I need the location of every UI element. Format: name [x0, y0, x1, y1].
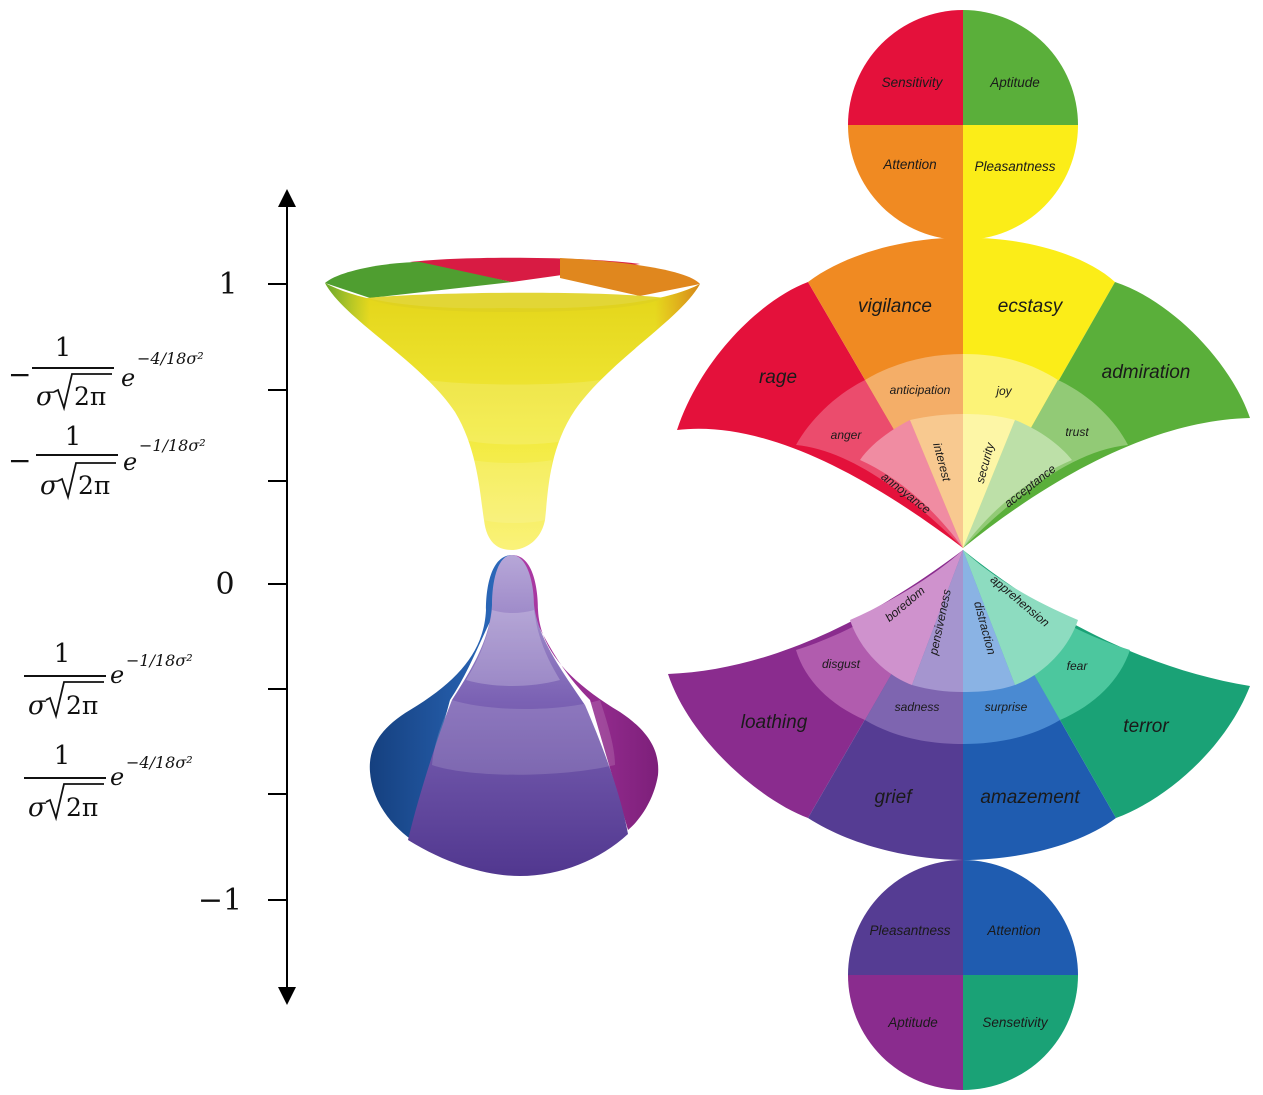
svg-text:σ: σ — [40, 471, 59, 501]
upper-funnel-body-shade — [325, 283, 700, 550]
svg-text:1: 1 — [54, 741, 71, 771]
svg-text:−: − — [8, 444, 31, 477]
svg-text:−: − — [8, 358, 31, 391]
svg-text:−4/18σ²: −4/18σ² — [137, 349, 204, 368]
svg-text:2π: 2π — [66, 793, 98, 822]
lower-bell-band-1 — [466, 610, 560, 686]
lower-bell-surface — [369, 555, 659, 876]
svg-text:σ: σ — [36, 382, 55, 412]
label-disgust: disgust — [822, 657, 861, 671]
svg-text:1: 1 — [54, 639, 71, 669]
upper-funnel-rim-orange — [560, 258, 700, 296]
bottom-circle-label-tr: Attention — [986, 923, 1040, 938]
label-admiration: admiration — [1102, 362, 1191, 383]
top-circle: Sensitivity Aptitude Attention Pleasantn… — [848, 10, 1078, 240]
ring-pensiveness — [912, 550, 963, 692]
svg-text:σ: σ — [28, 793, 47, 823]
svg-text:2π: 2π — [66, 691, 98, 720]
bottom-circle-tr — [963, 860, 1078, 975]
ring-boredom — [850, 550, 963, 685]
lower-wheel: loathing grief amazement terror disgust … — [668, 550, 1250, 860]
label-loathing: loathing — [741, 712, 808, 733]
formula-lower-1: 1 σ 2π e −1/18σ² — [24, 639, 193, 721]
svg-text:σ: σ — [28, 691, 47, 721]
bottom-circle-tl — [848, 860, 963, 975]
ring-annoyance — [860, 420, 963, 548]
tick-label-1: 1 — [218, 267, 237, 302]
upper-funnel-inner-rim — [366, 292, 665, 312]
bottom-circle-bl — [848, 975, 963, 1090]
label-anger: anger — [831, 428, 863, 442]
formula-upper-4: − 1 σ 2π e −4/18σ² — [8, 333, 204, 412]
svg-text:e: e — [123, 448, 137, 476]
ring-serenity — [963, 414, 1015, 548]
bottom-circle-label-bl: Aptitude — [887, 1015, 938, 1030]
bottom-circle-label-tl: Pleasantness — [869, 923, 950, 938]
label-terror: terror — [1123, 716, 1169, 737]
top-circle-tl — [848, 10, 963, 125]
upper-funnel-band-1 — [428, 380, 600, 445]
lower-bell-left — [369, 555, 512, 840]
label-vigilance: vigilance — [858, 296, 932, 317]
upper-wheel: rage vigilance ecstasy admiration anger … — [677, 237, 1250, 548]
top-circle-bl — [848, 125, 963, 240]
label-anticipation: anticipation — [890, 383, 951, 397]
bottom-circle: Pleasantness Attention Aptitude Sensetiv… — [848, 860, 1078, 1090]
label-rage: rage — [759, 367, 797, 388]
ring-apprehension — [963, 550, 1078, 685]
svg-text:e: e — [110, 763, 124, 791]
upper-funnel-surface — [325, 257, 700, 550]
top-circle-label-tl: Sensitivity — [882, 75, 944, 90]
svg-text:e: e — [121, 364, 135, 392]
svg-text:2π: 2π — [74, 382, 106, 411]
bottom-circle-label-br: Sensetivity — [982, 1015, 1049, 1030]
label-sadness: sadness — [895, 700, 940, 714]
svg-text:e: e — [110, 661, 124, 689]
vertical-axis: 1 0 −1 — [198, 189, 296, 1005]
svg-text:−1/18σ²: −1/18σ² — [139, 436, 206, 455]
top-circle-label-tr: Aptitude — [989, 75, 1040, 90]
upper-funnel-band-2 — [472, 460, 552, 523]
lower-bell-band-2 — [432, 700, 615, 775]
label-ecstasy: ecstasy — [998, 296, 1064, 317]
ring-interest — [910, 414, 963, 548]
ring-distraction — [963, 550, 1015, 692]
top-circle-label-bl: Attention — [882, 157, 936, 172]
tick-label-minus-1: −1 — [198, 883, 242, 918]
tick-label-0: 0 — [215, 567, 234, 602]
lower-bell-center — [408, 555, 628, 876]
label-grief: grief — [875, 787, 914, 808]
top-circle-label-br: Pleasantness — [974, 159, 1055, 174]
label-joy: joy — [994, 384, 1012, 398]
top-circle-tr — [963, 10, 1078, 125]
label-amazement: amazement — [980, 787, 1080, 808]
label-trust: trust — [1065, 425, 1089, 439]
svg-text:1: 1 — [65, 422, 82, 452]
svg-text:−4/18σ²: −4/18σ² — [126, 753, 193, 772]
upper-funnel-rim-green — [325, 262, 512, 298]
lower-bell-right — [512, 555, 659, 830]
formula-upper-1: − 1 σ 2π e −1/18σ² — [8, 422, 206, 501]
svg-text:−1/18σ²: −1/18σ² — [126, 651, 193, 670]
label-surprise: surprise — [985, 700, 1028, 714]
label-fear: fear — [1067, 659, 1089, 673]
svg-text:2π: 2π — [78, 471, 110, 500]
svg-text:1: 1 — [55, 333, 72, 363]
ring-acceptance — [963, 420, 1072, 548]
top-circle-br — [963, 125, 1078, 240]
bottom-circle-br — [963, 975, 1078, 1090]
formula-lower-4: 1 σ 2π e −4/18σ² — [24, 741, 193, 823]
